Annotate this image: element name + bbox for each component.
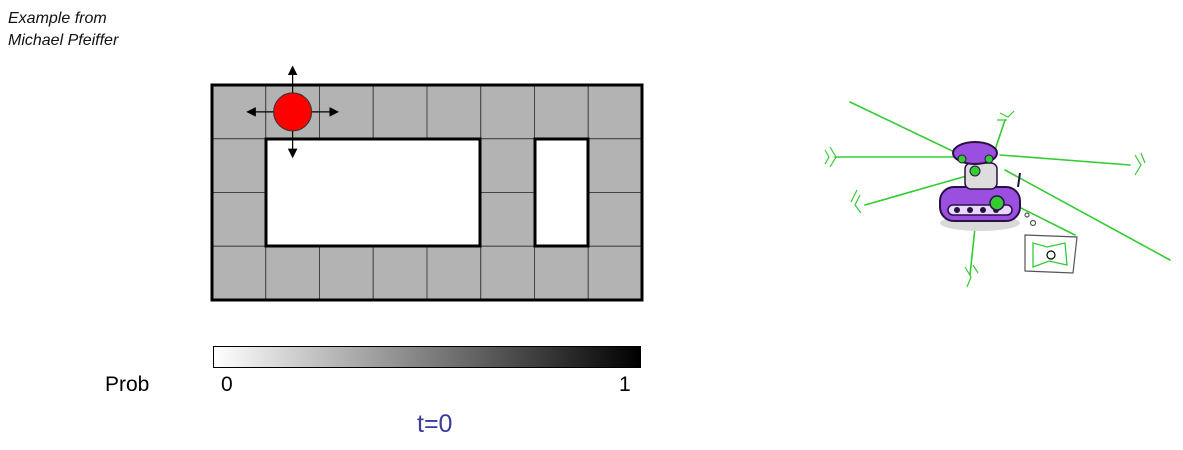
grid-cell bbox=[587, 84, 643, 140]
grid-cell bbox=[426, 245, 482, 301]
grid-cell bbox=[211, 138, 267, 193]
credit-line-1: Example from bbox=[8, 10, 107, 27]
grid-border bbox=[210, 83, 644, 302]
grid-cell bbox=[372, 84, 428, 140]
grid-cell bbox=[480, 84, 535, 140]
colorbar-max-tick: 1 bbox=[619, 373, 631, 396]
grid-cell bbox=[211, 245, 267, 301]
grid-cell bbox=[587, 138, 643, 193]
obstacle-right bbox=[533, 137, 590, 248]
grid-cell bbox=[587, 192, 643, 247]
time-step-label: t=0 bbox=[417, 410, 453, 438]
thought-bubble bbox=[1024, 212, 1078, 274]
grid-cell bbox=[265, 245, 320, 301]
credit-text: Example from Michael Pfeiffer bbox=[8, 8, 118, 52]
sensor-hit-marks bbox=[824, 110, 1146, 288]
grid-cell bbox=[372, 245, 428, 301]
obstacle-left bbox=[264, 137, 482, 248]
probability-colorbar bbox=[213, 346, 641, 368]
grid-cell bbox=[480, 192, 535, 247]
colorbar-min-tick: 0 bbox=[221, 373, 233, 396]
grid-cell bbox=[587, 245, 643, 301]
colorbar-label: Prob bbox=[105, 373, 150, 396]
robot-icon bbox=[939, 141, 1021, 231]
credit-line-2: Michael Pfeiffer bbox=[8, 32, 119, 49]
motion-arrows bbox=[246, 65, 340, 159]
grid-cell bbox=[534, 84, 589, 140]
grid-cell bbox=[319, 245, 374, 301]
grid-cell bbox=[534, 245, 589, 301]
robot-position-marker bbox=[273, 92, 313, 132]
robot-sensor-illustration bbox=[824, 101, 1171, 288]
grid-cell bbox=[211, 192, 267, 247]
grid-cell bbox=[480, 138, 535, 193]
grid-world bbox=[210, 65, 644, 302]
grid-cell bbox=[480, 245, 535, 301]
grid-cell bbox=[426, 84, 482, 140]
